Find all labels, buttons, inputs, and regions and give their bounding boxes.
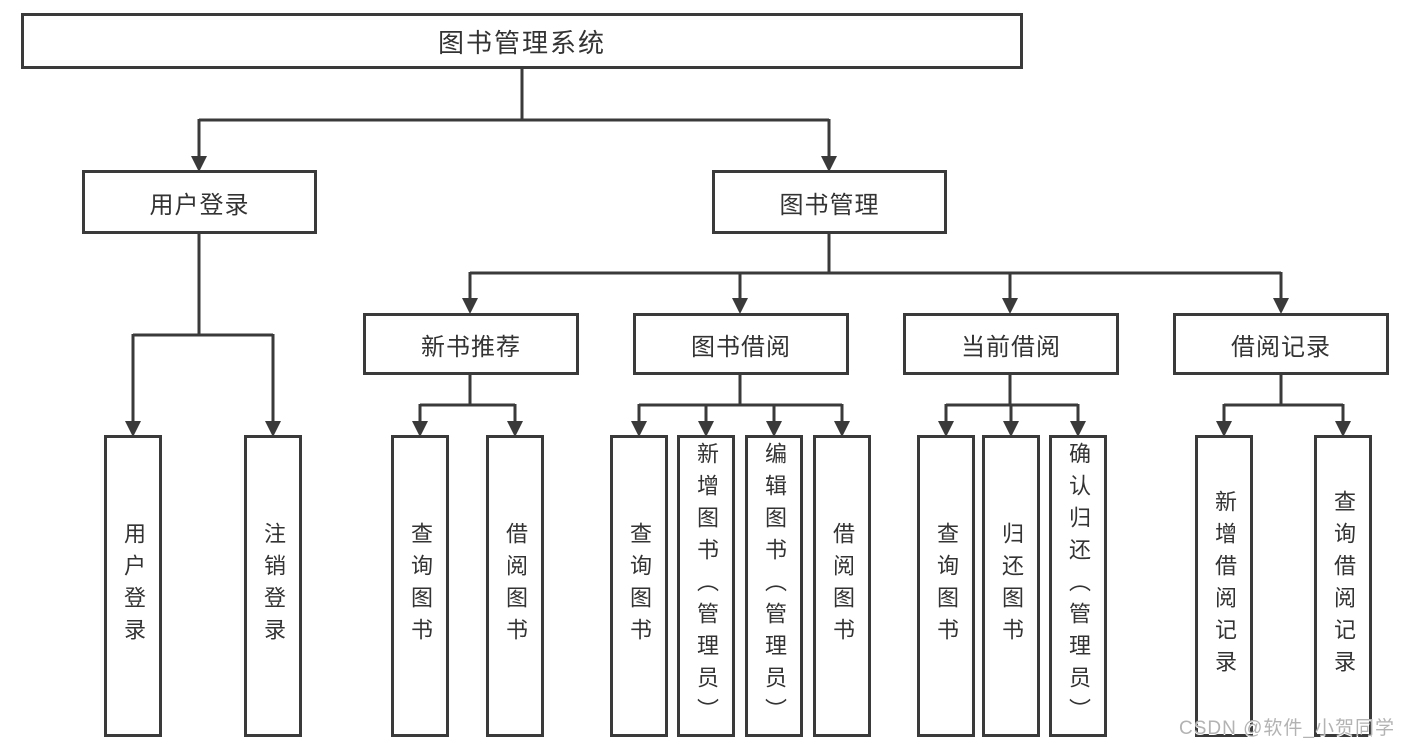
node-book-borrowing: 图书借阅 bbox=[633, 313, 849, 375]
leaf-user-login: 用户登录 bbox=[104, 435, 162, 737]
node-book-management-system: 图书管理系统 bbox=[21, 13, 1023, 69]
leaf-logout: 注销登录 bbox=[244, 435, 302, 737]
leaf-query-books-current: 查询图书 bbox=[917, 435, 975, 737]
leaf-add-borrow-record: 新增借阅记录 bbox=[1195, 435, 1253, 737]
leaf-borrow-books-recommend: 借阅图书 bbox=[486, 435, 544, 737]
node-current-borrowing: 当前借阅 bbox=[903, 313, 1119, 375]
csdn-watermark: CSDN @软件_小贺同学 bbox=[1179, 718, 1395, 739]
leaf-edit-books-admin: 编辑图书（管理员） bbox=[745, 435, 803, 737]
leaf-confirm-return-admin: 确认归还（管理员） bbox=[1049, 435, 1107, 737]
node-borrowing-records: 借阅记录 bbox=[1173, 313, 1389, 375]
leaf-add-books-admin: 新增图书（管理员） bbox=[677, 435, 735, 737]
leaf-query-books-recommend: 查询图书 bbox=[391, 435, 449, 737]
leaf-return-books: 归还图书 bbox=[982, 435, 1040, 737]
node-user-login: 用户登录 bbox=[82, 170, 317, 234]
node-book-management: 图书管理 bbox=[712, 170, 947, 234]
connector-wires bbox=[131, 69, 1345, 422]
leaf-query-borrow-record: 查询借阅记录 bbox=[1314, 435, 1372, 737]
leaf-borrow-books: 借阅图书 bbox=[813, 435, 871, 737]
connector-arrowheads bbox=[125, 156, 1351, 437]
leaf-query-books-borrowing: 查询图书 bbox=[610, 435, 668, 737]
node-new-book-recommend: 新书推荐 bbox=[363, 313, 579, 375]
